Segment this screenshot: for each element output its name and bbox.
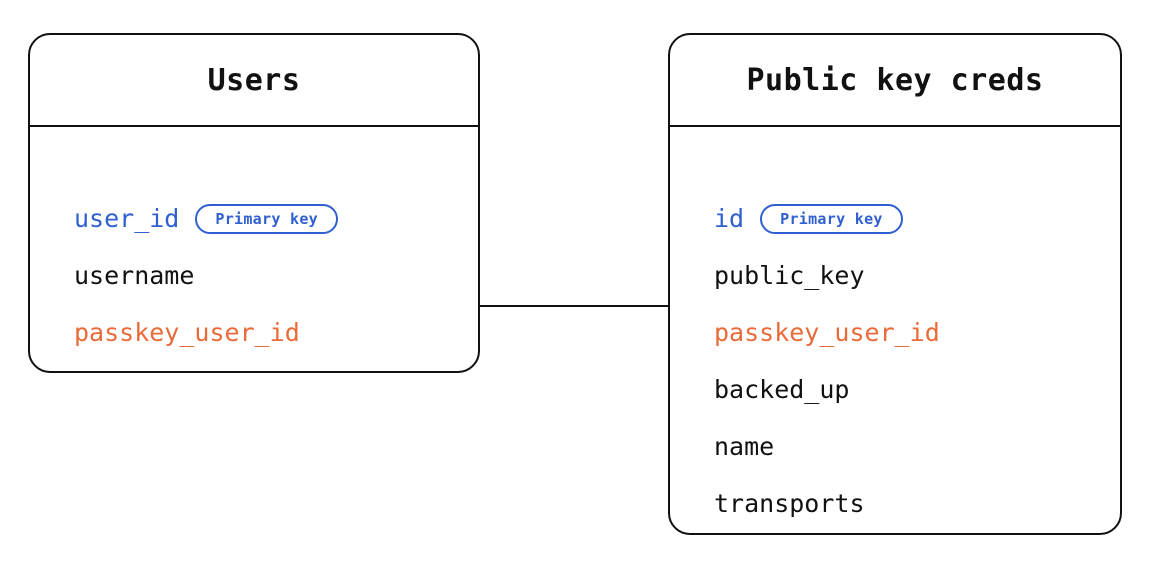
field-name-name: name xyxy=(714,432,775,461)
field-name-user-id: user_id xyxy=(74,204,180,233)
field-row[interactable]: name xyxy=(714,418,1120,475)
entity-users-header: Users xyxy=(30,35,478,125)
entity-users-field-list: user_id Primary key username passkey_use… xyxy=(30,127,478,371)
field-row[interactable]: passkey_user_id xyxy=(714,304,1120,361)
entity-public-key-creds-header: Public key creds xyxy=(670,35,1120,125)
field-row[interactable]: transports xyxy=(714,475,1120,532)
field-row[interactable]: user_id Primary key xyxy=(74,190,478,247)
field-row[interactable]: public_key xyxy=(714,247,1120,304)
entity-public-key-creds-divider xyxy=(670,125,1120,127)
field-name-backed-up: backed_up xyxy=(714,375,850,404)
relationship-connector-line xyxy=(479,305,669,307)
field-row[interactable]: id Primary key xyxy=(714,190,1120,247)
field-name-id: id xyxy=(714,204,745,233)
entity-public-key-creds[interactable]: Public key creds id Primary key public_k… xyxy=(668,33,1122,535)
field-name-passkey-user-id: passkey_user_id xyxy=(74,318,300,347)
field-row[interactable]: username xyxy=(74,247,478,304)
field-row[interactable]: passkey_user_id xyxy=(74,304,478,361)
field-row[interactable]: backed_up xyxy=(714,361,1120,418)
entity-users-title: Users xyxy=(207,62,301,98)
entity-users[interactable]: Users user_id Primary key username passk… xyxy=(28,33,480,373)
entity-users-divider xyxy=(30,125,478,127)
field-name-transports: transports xyxy=(714,489,865,518)
entity-public-key-creds-title: Public key creds xyxy=(746,62,1044,98)
field-name-public-key: public_key xyxy=(714,261,865,290)
entity-public-key-creds-field-list: id Primary key public_key passkey_user_i… xyxy=(670,127,1120,533)
primary-key-badge: Primary key xyxy=(760,203,903,234)
field-name-username: username xyxy=(74,261,195,290)
primary-key-badge: Primary key xyxy=(195,203,338,234)
field-name-passkey-user-id: passkey_user_id xyxy=(714,318,940,347)
